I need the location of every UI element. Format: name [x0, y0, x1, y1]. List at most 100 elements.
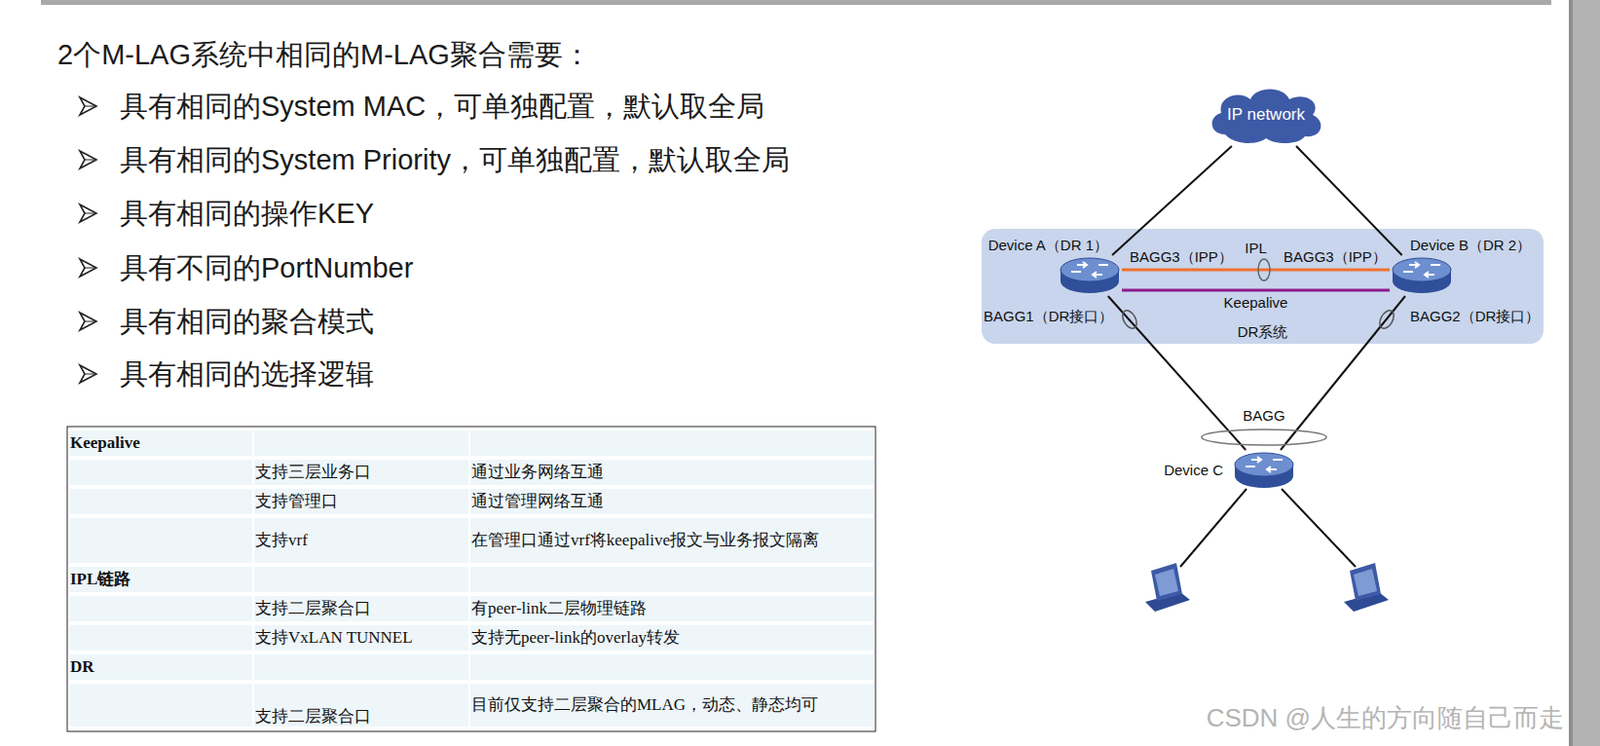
- port-label: BAGG2（DR接口）: [1410, 307, 1540, 326]
- port-label: BAGG3（IPP）: [1129, 248, 1233, 266]
- bullet-text: 具有相同的操作KEY: [119, 196, 374, 231]
- polygon-shape: [1154, 568, 1179, 596]
- side-bar-edge: [1568, 0, 1573, 746]
- bullet-arrow: [79, 204, 97, 223]
- table-cell-text: DR: [70, 657, 95, 677]
- table-cell-text: 支持管理口: [255, 491, 338, 512]
- table-cell-text: 有peer-link二层物理链路: [471, 598, 647, 619]
- pc-link: [1180, 488, 1247, 567]
- table-cells: [69, 430, 874, 727]
- table-cell: 支持vrf: [255, 518, 466, 563]
- switch-device: Device B（DR 2）: [1389, 255, 1454, 297]
- connector: [1280, 296, 1406, 450]
- table-cell-text: 支持二层聚合口: [255, 706, 372, 727]
- top-bar: [40, 0, 1552, 5]
- table-cell-bg: [69, 430, 253, 456]
- table-cell-bg: [470, 566, 874, 593]
- edge-label: Keepalive: [1224, 294, 1289, 312]
- table-cell-bg: [254, 488, 469, 515]
- table-cell-bg: [69, 595, 253, 622]
- table-cell: 支持三层业务口: [255, 459, 466, 485]
- bullet-arrow: [79, 365, 97, 383]
- table-cell-bg: [470, 654, 874, 680]
- port-label: BAGG: [1242, 407, 1285, 425]
- polygon-shape: [1151, 562, 1183, 601]
- table-cell-bg: [254, 595, 469, 622]
- table-cell: 支持管理口: [255, 488, 466, 515]
- connector: [1112, 146, 1232, 256]
- pc-icon: [1343, 562, 1389, 612]
- bullet-arrow: [79, 150, 97, 169]
- table-cell-bg: [254, 518, 469, 563]
- table-cell-bg: [69, 488, 253, 515]
- port-label: BAGG3（IPP）: [1283, 248, 1387, 266]
- node-label: Device A（DR 1）: [988, 236, 1109, 255]
- table-cell-text: IPL链路: [70, 569, 131, 590]
- table-cell-bg: [69, 654, 253, 680]
- bullet-text: 具有相同的聚合模式: [119, 304, 374, 339]
- node-label: Device C: [1163, 461, 1224, 480]
- table-cell-text: 目前仅支持二层聚合的MLAG，动态、静态均可: [471, 695, 819, 715]
- connector: [1121, 289, 1390, 293]
- ellipse-shape: [1060, 258, 1119, 282]
- table-cell-text: Keepalive: [70, 433, 141, 453]
- ipl-loop: [1258, 259, 1270, 281]
- bullet-arrow: [84, 106, 97, 108]
- polygon-shape: [1353, 568, 1377, 596]
- connector: [1121, 268, 1390, 272]
- bullet-arrow: [79, 312, 97, 331]
- table-cell-text: 支持VxLAN TUNNEL: [255, 628, 413, 648]
- table-cell: IPL链路: [70, 566, 250, 593]
- table-cell: 通过管理网络互通: [471, 488, 871, 515]
- bullet-text: 具有相同的选择逻辑: [119, 357, 374, 392]
- table-cell-text: 通过管理网络互通: [471, 491, 604, 512]
- watermark: CSDN @人生的方向随自己而走: [1206, 703, 1564, 734]
- ellipse-shape: [1392, 258, 1452, 282]
- table-cell-bg: [69, 518, 253, 563]
- edge-label: IPL: [1244, 239, 1267, 258]
- table-cell-text: 支持vrf: [255, 530, 308, 551]
- bullet-arrow: [84, 267, 97, 269]
- connector: [1296, 146, 1403, 256]
- bullet-arrow: [84, 213, 97, 215]
- table-cell: 有peer-link二层物理链路: [471, 595, 871, 622]
- switch-device: Device A（DR 1）: [1057, 255, 1122, 297]
- table-cell-bg: [69, 683, 253, 727]
- bullet-arrow: [79, 259, 97, 277]
- bullet-arrows: [79, 97, 97, 383]
- bullet-text: 具有相同的System Priority，可单独配置，默认取全局: [119, 143, 790, 178]
- table-cell-bg: [254, 625, 469, 651]
- table-cell: DR: [70, 654, 250, 680]
- side-bar: [1568, 0, 1600, 746]
- path-shape: [1403, 261, 1441, 278]
- table-cell: 通过业务网络互通: [471, 459, 871, 485]
- table-cell-bg: [470, 595, 874, 622]
- table-cell-text: 通过业务网络互通: [471, 462, 604, 483]
- path-shape: [1071, 261, 1109, 278]
- bullet-text: 具有不同的PortNumber: [119, 251, 413, 286]
- table-cell-bg: [254, 430, 469, 456]
- table-cell-bg: [470, 430, 874, 456]
- bagg-loop: [1201, 429, 1327, 446]
- table-cell: 支持VxLAN TUNNEL: [255, 625, 466, 651]
- cloud-shape: [1212, 89, 1322, 145]
- pc-link: [1281, 488, 1356, 567]
- network-cloud: IP network: [1205, 83, 1327, 147]
- slide-title: 2个M-LAG系统中相同的M-LAG聚合需要：: [57, 37, 592, 73]
- table-cell: Keepalive: [70, 430, 250, 456]
- switch-icon: [1231, 449, 1297, 491]
- table-cell-bg: [69, 625, 253, 651]
- table-cell: 在管理口通过vrf将keepalive报文与业务报文隔离: [471, 518, 871, 563]
- bullet-arrow: [79, 97, 97, 115]
- connector: [1108, 296, 1246, 450]
- ellipse-shape: [1234, 452, 1294, 477]
- table-cell-bg: [254, 459, 469, 485]
- table-cell-text: 支持三层业务口: [255, 462, 372, 483]
- table-cell: 支持二层聚合口: [255, 595, 466, 622]
- table-cell: 支持无peer-link的overlay转发: [471, 625, 871, 651]
- bullet-text: 具有相同的System MAC，可单独配置，默认取全局: [119, 89, 765, 124]
- table-cell-bg: [69, 459, 253, 485]
- table-cell-text: 支持二层聚合口: [255, 598, 372, 619]
- table-cell: 目前仅支持二层聚合的MLAG，动态、静态均可: [471, 683, 871, 727]
- bagg-loop: [1119, 307, 1140, 331]
